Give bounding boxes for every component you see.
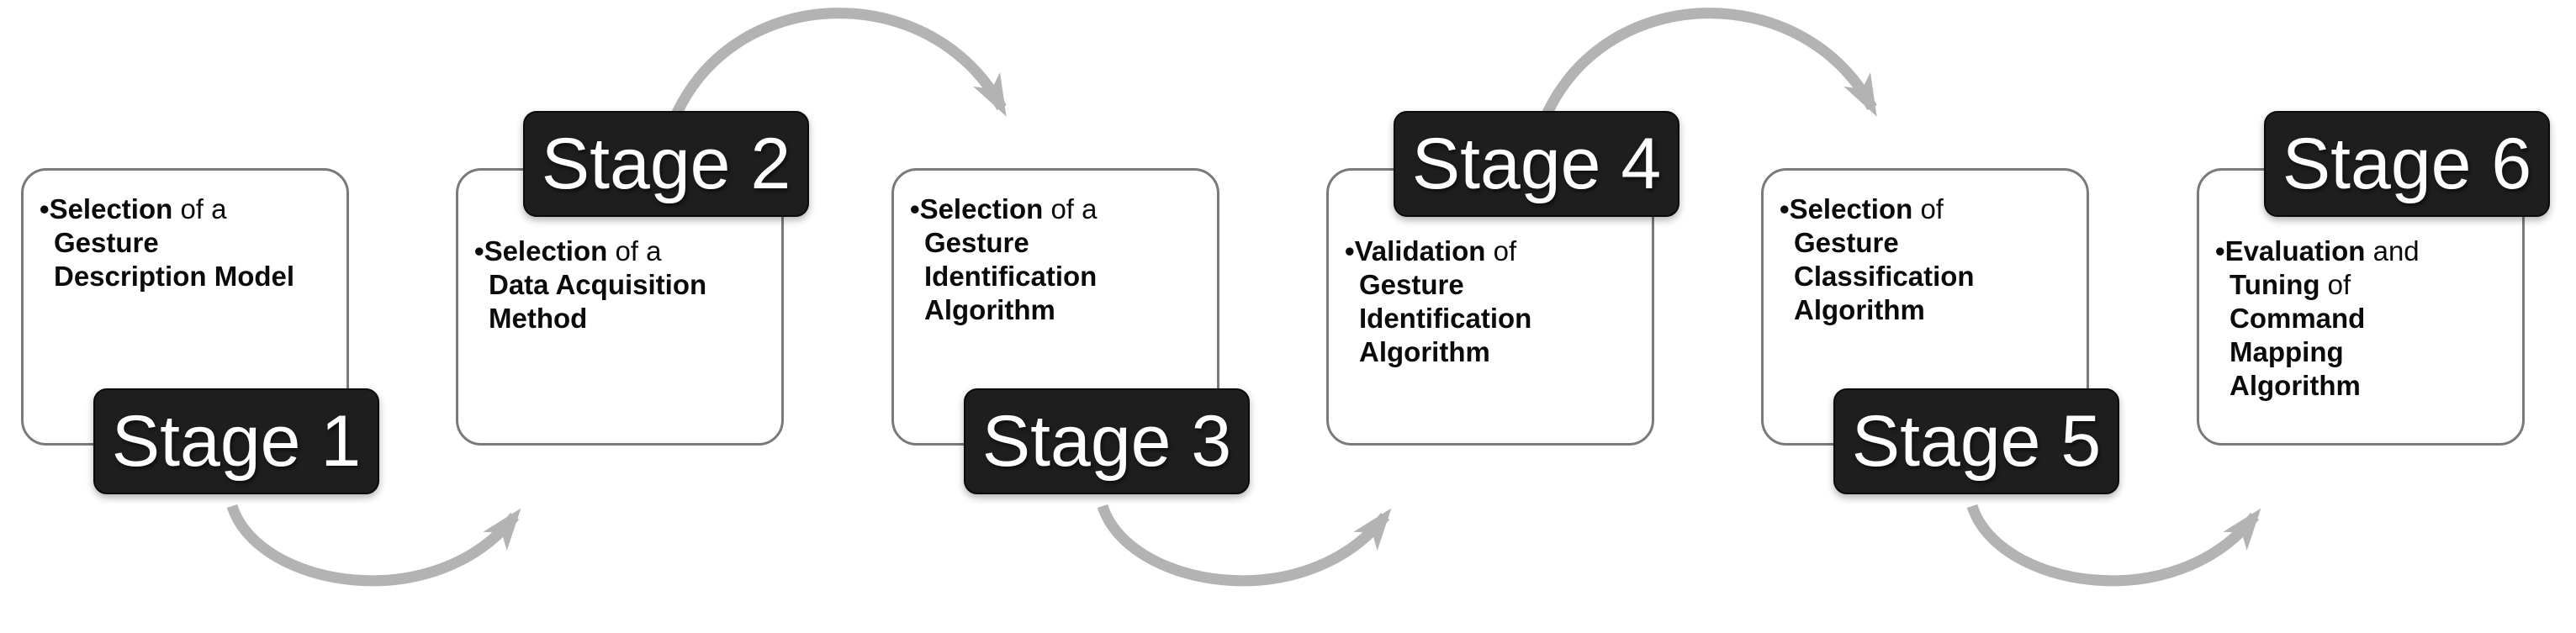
stage-3-badge: Stage 3 <box>964 388 1250 494</box>
text-line: •Selection of a <box>40 193 227 224</box>
text-line: Identification <box>924 261 1098 292</box>
text-line: Method <box>489 303 588 334</box>
text-line: Gesture <box>54 227 159 258</box>
arrow-stage1-to-stage2 <box>226 504 521 587</box>
text-line: •Evaluation and <box>2215 235 2420 266</box>
stage-3-badge-label: Stage 3 <box>981 400 1232 482</box>
text-line: •Selection of <box>1780 193 1944 224</box>
arrow-stage4-to-stage5 <box>1537 8 1877 127</box>
stage-5-badge-label: Stage 5 <box>1851 400 2102 482</box>
stage-2-badge: Stage 2 <box>523 111 809 217</box>
stage-4-badge: Stage 4 <box>1394 111 1679 217</box>
arrow-stage5-to-stage6 <box>1966 504 2261 587</box>
text-line: Description Model <box>54 261 295 292</box>
stage-6-badge-label: Stage 6 <box>2282 123 2532 204</box>
text-line: Gesture <box>1794 227 1899 258</box>
text-line: Data Acquisition <box>489 269 707 300</box>
text-line: Mapping <box>2230 336 2344 367</box>
text-line: Algorithm <box>1794 294 1925 325</box>
text-line: Algorithm <box>1359 336 1490 367</box>
text-line: •Validation of <box>1345 235 1517 266</box>
arrow-stage2-to-stage3 <box>666 8 1007 127</box>
text-line: Algorithm <box>924 294 1055 325</box>
text-line: Tuning of <box>2230 269 2351 300</box>
text-line: Gesture <box>924 227 1029 258</box>
stage-4-badge-label: Stage 4 <box>1411 123 1662 204</box>
stage-1-badge-label: Stage 1 <box>111 400 362 482</box>
stage-6-badge: Stage 6 <box>2264 111 2550 217</box>
text-line: Classification <box>1794 261 1975 292</box>
arrow-stage3-to-stage4 <box>1097 504 1392 587</box>
text-line: •Selection of a <box>910 193 1098 224</box>
text-line: Command <box>2230 303 2366 334</box>
text-line: Algorithm <box>2230 370 2361 401</box>
text-line: Identification <box>1359 303 1532 334</box>
text-line: •Selection of a <box>474 235 662 266</box>
text-line: Gesture <box>1359 269 1464 300</box>
stage-1-badge: Stage 1 <box>93 388 379 494</box>
stage-2-badge-label: Stage 2 <box>541 123 791 204</box>
stage-5-badge: Stage 5 <box>1833 388 2119 494</box>
